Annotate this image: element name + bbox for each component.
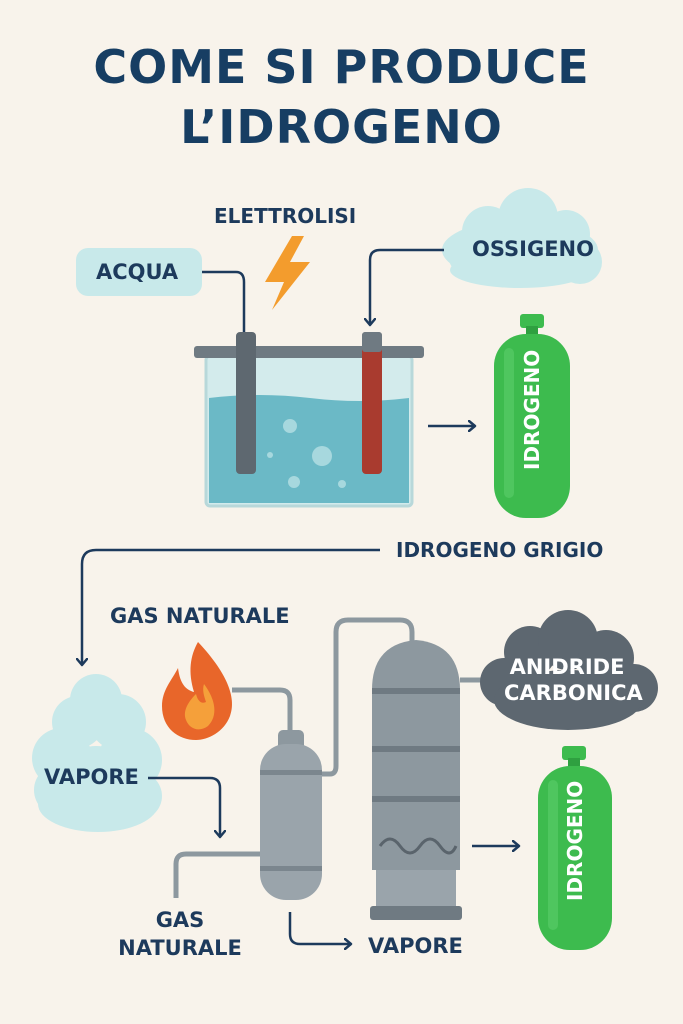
- anode: [362, 332, 382, 474]
- steam-in-label: VAPORE: [44, 765, 139, 789]
- hydrogen-cylinder-label-2: IDROGENO: [563, 780, 587, 901]
- gas-inlet-pipe: [173, 851, 262, 898]
- natural-gas-bottom-line2: NATURALE: [118, 936, 242, 960]
- water-label: ACQUA: [96, 260, 179, 284]
- natural-gas-top-label: GAS NATURALE: [110, 604, 290, 628]
- page-title-line1: COME SI PRODUCE: [93, 40, 590, 94]
- flame-to-reactor-line: [232, 687, 293, 730]
- hydrogen-cylinder-icon: [494, 314, 570, 518]
- oxygen-arrow: [370, 248, 444, 324]
- steam-out-label: VAPORE: [368, 934, 463, 958]
- hydrogen-cylinder-icon-2: [538, 746, 612, 950]
- steam-to-reactor-arrow: [148, 776, 220, 836]
- natural-gas-bottom-label: GAS NATURALE: [118, 906, 242, 962]
- co2-label: ANIDRIDE CARBONICA: [504, 654, 643, 706]
- transfer-pipe: [322, 617, 415, 777]
- steam-cloud-icon: [32, 674, 162, 832]
- water-bubbles: [267, 419, 346, 488]
- co2-cloud-icon: [480, 610, 658, 730]
- water-label-box: [76, 248, 202, 296]
- separation-column: [370, 640, 462, 920]
- flame-icon: [162, 642, 233, 740]
- steam-out-arrow: [288, 912, 350, 944]
- electrolysis-heading: ELETTROLISI: [214, 204, 357, 228]
- reformer-vessel: [260, 730, 322, 900]
- oxygen-label: OSSIGENO: [472, 237, 594, 261]
- grey-hydrogen-route-arrow: [82, 548, 380, 664]
- co2-label-line2: CARBONICA: [504, 681, 643, 705]
- natural-gas-bottom-line1: GAS: [155, 908, 205, 932]
- water-inlet-line: [202, 270, 246, 332]
- lightning-bolt-icon: [265, 236, 310, 310]
- tank-water: [209, 395, 409, 503]
- electrode-bar: [194, 346, 424, 358]
- hydrogen-cylinder-label: IDROGENO: [520, 349, 544, 470]
- co2-label-line1: ANIDRIDE: [509, 655, 625, 679]
- page-title-line2: L’IDROGENO: [180, 100, 503, 154]
- cathode: [236, 332, 256, 474]
- grey-hydrogen-heading: IDROGENO GRIGIO: [396, 538, 604, 562]
- oxygen-cloud-icon: [442, 188, 602, 288]
